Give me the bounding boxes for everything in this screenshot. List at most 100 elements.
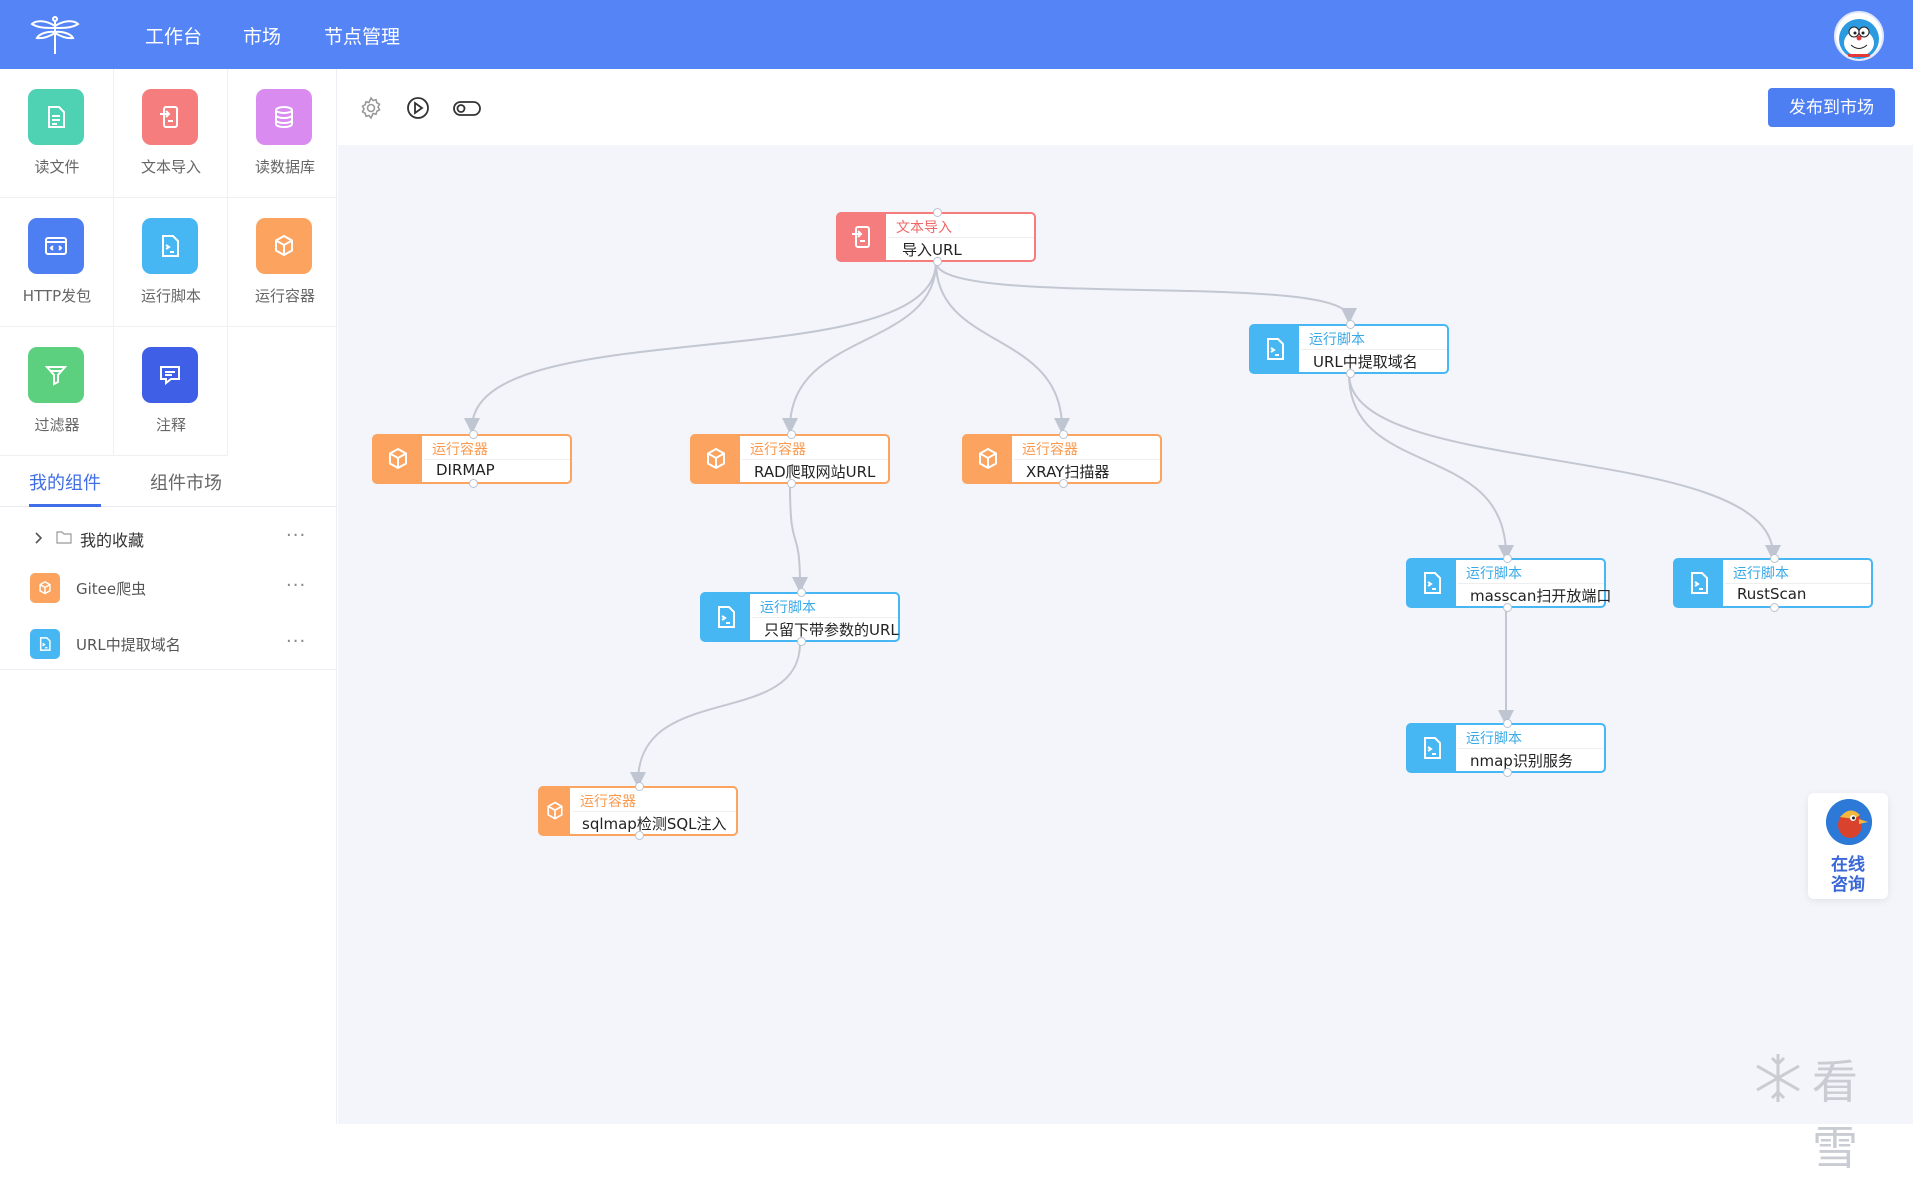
palette-text-import[interactable]: 文本导入	[114, 69, 228, 198]
online-consult-widget[interactable]: 在线 咨询	[1808, 793, 1888, 899]
consult-label-line2: 咨询	[1831, 875, 1865, 895]
node-divider	[1014, 459, 1160, 460]
palette-http-request[interactable]: HTTP发包	[0, 198, 114, 327]
container-cube-icon	[30, 573, 60, 603]
consult-label: 在线 咨询	[1808, 855, 1888, 895]
palette-run-container[interactable]: 运行容器	[228, 198, 342, 327]
node-keep-param-urls[interactable]: 运行脚本 只留下带参数的URL	[700, 588, 900, 646]
node-url-extract-domain[interactable]: 运行脚本 URL中提取域名	[1249, 320, 1449, 378]
node-name-label: sqlmap检测SQL注入	[582, 815, 727, 833]
publish-to-market-button[interactable]: 发布到市场	[1768, 88, 1895, 127]
node-input-port[interactable]	[933, 208, 942, 217]
folder-icon	[56, 531, 72, 544]
node-input-port[interactable]	[469, 430, 478, 439]
node-input-port[interactable]	[1503, 719, 1512, 728]
nav-market[interactable]: 市场	[243, 26, 282, 48]
node-output-port[interactable]	[1503, 768, 1512, 777]
node-xray-scanner[interactable]: 运行容器 XRAY扫描器	[962, 430, 1162, 488]
top-navbar: 工作台 市场 节点管理	[0, 0, 1913, 69]
folder-label: 我的收藏	[80, 531, 145, 550]
kanxue-watermark: 看雪	[1750, 1046, 1900, 1175]
palette-label: HTTP发包	[22, 287, 92, 305]
palette-comment[interactable]: 注释	[114, 327, 228, 456]
node-name-label: masscan扫开放端口	[1470, 587, 1612, 605]
toggle-icon[interactable]	[451, 94, 483, 122]
node-input-port[interactable]	[797, 588, 806, 597]
sidebar-divider	[0, 669, 336, 670]
node-output-port[interactable]	[1503, 603, 1512, 612]
node-name-label: nmap识别服务	[1470, 752, 1573, 770]
node-name-label: 只留下带参数的URL	[764, 621, 899, 639]
node-palette: 读文件 文本导入 读数据库 HTTP发包 运行脚本	[0, 69, 342, 459]
script-icon	[30, 629, 60, 659]
node-rad-crawler[interactable]: 运行容器 RAD爬取网站URL	[690, 430, 890, 488]
palette-read-file[interactable]: 读文件	[0, 69, 114, 198]
node-output-port[interactable]	[797, 637, 806, 646]
node-input-port[interactable]	[787, 430, 796, 439]
script-icon	[702, 594, 750, 640]
node-masscan[interactable]: 运行脚本 masscan扫开放端口	[1406, 554, 1611, 612]
node-divider	[1725, 583, 1871, 584]
node-output-port[interactable]	[933, 257, 942, 266]
nav-workbench[interactable]: 工作台	[145, 26, 203, 48]
watermark-text: 看雪	[1812, 1055, 1858, 1175]
node-output-port[interactable]	[787, 479, 796, 488]
node-output-port[interactable]	[1770, 603, 1779, 612]
palette-label: 运行容器	[254, 287, 315, 305]
folder-favorites[interactable]: 我的收藏 ···	[0, 513, 336, 563]
palette-label: 过滤器	[34, 416, 80, 434]
tab-component-market[interactable]: 组件市场	[150, 473, 222, 494]
more-options-icon[interactable]: ···	[286, 525, 307, 546]
node-name-label: RustScan	[1737, 585, 1807, 603]
node-sqlmap[interactable]: 运行容器 sqlmap检测SQL注入	[538, 782, 738, 840]
node-type-label: 文本导入	[896, 220, 952, 236]
browser-code-icon	[28, 218, 84, 274]
node-name-label: DIRMAP	[436, 461, 495, 479]
gear-icon[interactable]	[357, 94, 385, 122]
node-input-port[interactable]	[635, 782, 644, 791]
more-options-icon[interactable]: ···	[286, 575, 307, 596]
tab-my-components[interactable]: 我的组件	[29, 473, 101, 494]
palette-label: 读数据库	[254, 158, 315, 176]
node-divider	[572, 811, 736, 812]
flow-canvas[interactable]	[338, 145, 1913, 1124]
palette-label: 文本导入	[140, 158, 201, 176]
node-type-label: 运行容器	[580, 794, 636, 810]
nav-node-management[interactable]: 节点管理	[324, 26, 401, 48]
node-output-port[interactable]	[635, 831, 644, 840]
palette-read-database[interactable]: 读数据库	[228, 69, 342, 198]
node-output-port[interactable]	[469, 479, 478, 488]
database-icon	[256, 89, 312, 145]
node-dirmap[interactable]: 运行容器 DIRMAP	[372, 430, 572, 488]
palette-label: 注释	[155, 416, 186, 434]
component-item-gitee[interactable]: Gitee爬虫 ···	[0, 563, 336, 613]
component-item-label: URL中提取域名	[76, 636, 181, 654]
node-type-label: 运行脚本	[1733, 566, 1789, 582]
chevron-right-icon[interactable]	[34, 531, 44, 545]
node-input-port[interactable]	[1346, 320, 1355, 329]
dragonfly-logo-icon[interactable]	[28, 14, 82, 56]
user-avatar[interactable]	[1834, 11, 1884, 61]
more-options-icon[interactable]: ···	[286, 631, 307, 652]
container-cube-icon	[540, 788, 570, 834]
component-sidebar: 读文件 文本导入 读数据库 HTTP发包 运行脚本	[0, 69, 342, 1124]
filter-icon	[28, 347, 84, 403]
palette-filter[interactable]: 过滤器	[0, 327, 114, 456]
node-input-port[interactable]	[1770, 554, 1779, 563]
node-rustscan[interactable]: 运行脚本 RustScan	[1673, 554, 1873, 612]
node-nmap[interactable]: 运行脚本 nmap识别服务	[1406, 719, 1606, 777]
node-output-port[interactable]	[1346, 369, 1355, 378]
container-cube-icon	[964, 436, 1012, 482]
script-icon	[1251, 326, 1299, 372]
node-input-port[interactable]	[1059, 430, 1068, 439]
node-name-label: RAD爬取网站URL	[754, 463, 876, 481]
node-output-port[interactable]	[1059, 479, 1068, 488]
play-icon[interactable]	[404, 94, 432, 122]
node-text-import[interactable]: 文本导入 导入URL	[836, 208, 1036, 266]
palette-run-script[interactable]: 运行脚本	[114, 198, 228, 327]
comment-icon	[142, 347, 198, 403]
node-input-port[interactable]	[1503, 554, 1512, 563]
component-item-url-extract[interactable]: URL中提取域名 ···	[0, 619, 336, 669]
container-cube-icon	[692, 436, 740, 482]
component-tabs: 我的组件 组件市场	[0, 459, 337, 507]
